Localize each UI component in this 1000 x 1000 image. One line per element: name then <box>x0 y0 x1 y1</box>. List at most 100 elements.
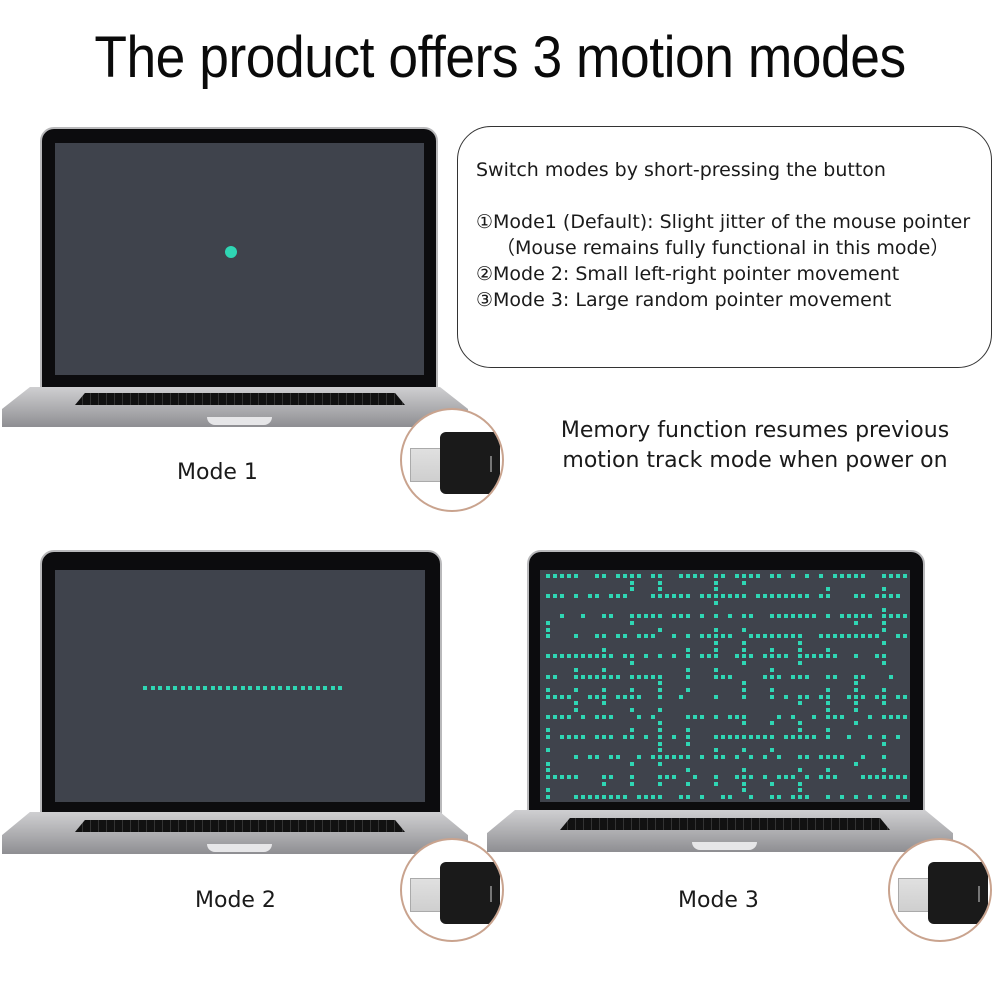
pointer-trail-dot <box>581 654 585 659</box>
pointer-trail-dot <box>742 580 746 585</box>
pointer-trail-dot <box>882 594 886 599</box>
pointer-trail-dot <box>882 661 886 666</box>
pointer-trail-dot <box>854 594 858 599</box>
pointer-trail-dot <box>278 686 282 690</box>
pointer-trail-dot <box>609 714 613 719</box>
pointer-trail-dot <box>602 734 606 739</box>
pointer-trail-dot <box>763 734 767 739</box>
pointer-trail-dot <box>581 674 585 679</box>
pointer-trail-dot <box>742 627 746 632</box>
laptop-mode3 <box>485 548 955 858</box>
mode-instructions-box: Switch modes by short-pressing the butto… <box>457 126 992 368</box>
pointer-trail-dot <box>658 741 662 746</box>
pointer-trail-dot <box>889 674 893 679</box>
pointer-trail-dot <box>686 768 690 773</box>
pointer-trail-dot <box>805 674 809 679</box>
pointer-trail-dot <box>714 580 718 585</box>
memory-note-line1: Memory function resumes previous <box>560 418 950 443</box>
screen-mode3 <box>540 570 910 802</box>
pointer-trail-dot <box>749 754 753 759</box>
pointer-trail-dot <box>574 754 578 759</box>
pointer-trail-dot <box>791 734 795 739</box>
pointer-trail-dot <box>707 594 711 599</box>
pointer-trail-dot <box>630 781 634 786</box>
pointer-trail-dot <box>721 674 725 679</box>
pointer-trail-dot <box>546 674 550 679</box>
pointer-trail-dot <box>658 574 662 578</box>
pointer-trail-dot <box>889 614 893 619</box>
pointer-trail-dot <box>833 754 837 759</box>
pointer-trail-dot <box>658 674 662 679</box>
pointer-trail-dot <box>714 587 718 592</box>
pointer-trail-dot <box>777 754 781 759</box>
pointer-trail-dot <box>770 594 774 599</box>
pointer-trail-dot <box>896 775 900 779</box>
pointer-trail-dot <box>623 634 627 639</box>
pointer-trail-dot <box>686 574 690 578</box>
pointer-trail-dot <box>574 775 578 779</box>
pointer-trail-dot <box>805 614 809 619</box>
pointer-trail-dot <box>630 775 634 779</box>
pointer-trail-dot <box>819 754 823 759</box>
pointer-trail-dot <box>896 634 900 639</box>
pointer-trail-dot <box>630 734 634 739</box>
pointer-trail-dot <box>798 661 802 666</box>
pointer-trail-dot <box>658 681 662 686</box>
mode2-description: ②Mode 2: Small left-right pointer moveme… <box>476 263 900 285</box>
pointer-trail-dot <box>728 634 732 639</box>
pointer-trail-dot <box>574 795 578 800</box>
pointer-trail-dot <box>567 694 571 699</box>
pointer-trail-dot <box>875 775 879 779</box>
pointer-trail-dot <box>700 614 704 619</box>
pointer-trail-dot <box>609 734 613 739</box>
pointer-trail-dot <box>679 694 683 699</box>
pointer-trail-dot <box>270 686 275 690</box>
pointer-trail-dot <box>896 714 900 719</box>
pointer-trail-dot <box>770 654 774 659</box>
pointer-trail-dot <box>595 594 599 599</box>
pointer-trail-dot <box>805 574 809 578</box>
pointer-trail-dot <box>742 788 746 793</box>
pointer-trail-dot <box>798 728 802 733</box>
pointer-trail-dot <box>630 694 634 699</box>
pointer-trail-dot <box>658 654 662 659</box>
pointer-trail-dot <box>735 654 739 659</box>
pointer-trail-dot <box>777 594 781 599</box>
pointer-trail-dot <box>338 686 342 690</box>
pointer-trail-dot <box>658 754 662 759</box>
pointer-trail-dot <box>546 734 550 739</box>
pointer-trail-dot <box>602 694 606 699</box>
pointer-trail-dot <box>861 574 865 578</box>
pointer-trail-dot <box>714 654 718 659</box>
pointer-trail-dot <box>833 714 837 719</box>
pointer-trail-dot <box>602 667 606 672</box>
pointer-trail-dot <box>770 634 774 639</box>
pointer-trail-dot <box>651 714 655 719</box>
pointer-trail-dot <box>826 795 830 800</box>
pointer-trail-dot <box>889 714 893 719</box>
pointer-trail-dot <box>173 686 177 690</box>
pointer-trail-dot <box>742 661 746 666</box>
pointer-trail-dot <box>658 694 662 699</box>
pointer-trail-dot <box>826 714 830 719</box>
pointer-trail-dot <box>721 795 725 800</box>
pointer-trail-dot <box>714 667 718 672</box>
pointer-trail-dot <box>546 728 550 733</box>
pointer-trail-dot <box>798 674 802 679</box>
pointer-trail-dot <box>798 781 802 786</box>
pointer-trail-dot <box>777 654 781 659</box>
pointer-trail-dot <box>868 634 872 639</box>
pointer-trail-dot <box>609 754 613 759</box>
pointer-trail-dot <box>651 754 655 759</box>
pointer-trail-dot <box>861 634 865 639</box>
pointer-trail-dot <box>686 754 690 759</box>
pointer-trail-dot <box>180 686 185 690</box>
pointer-trail-dot <box>826 694 830 699</box>
pointer-trail-dot <box>630 620 634 625</box>
pointer-trail-dot <box>826 687 830 692</box>
pointer-trail-dot <box>847 694 851 699</box>
laptop-mode1 <box>0 125 470 435</box>
pointer-trail-dot <box>784 694 788 699</box>
pointer-trail-dot <box>602 574 606 578</box>
pointer-dot-icon <box>225 246 237 258</box>
